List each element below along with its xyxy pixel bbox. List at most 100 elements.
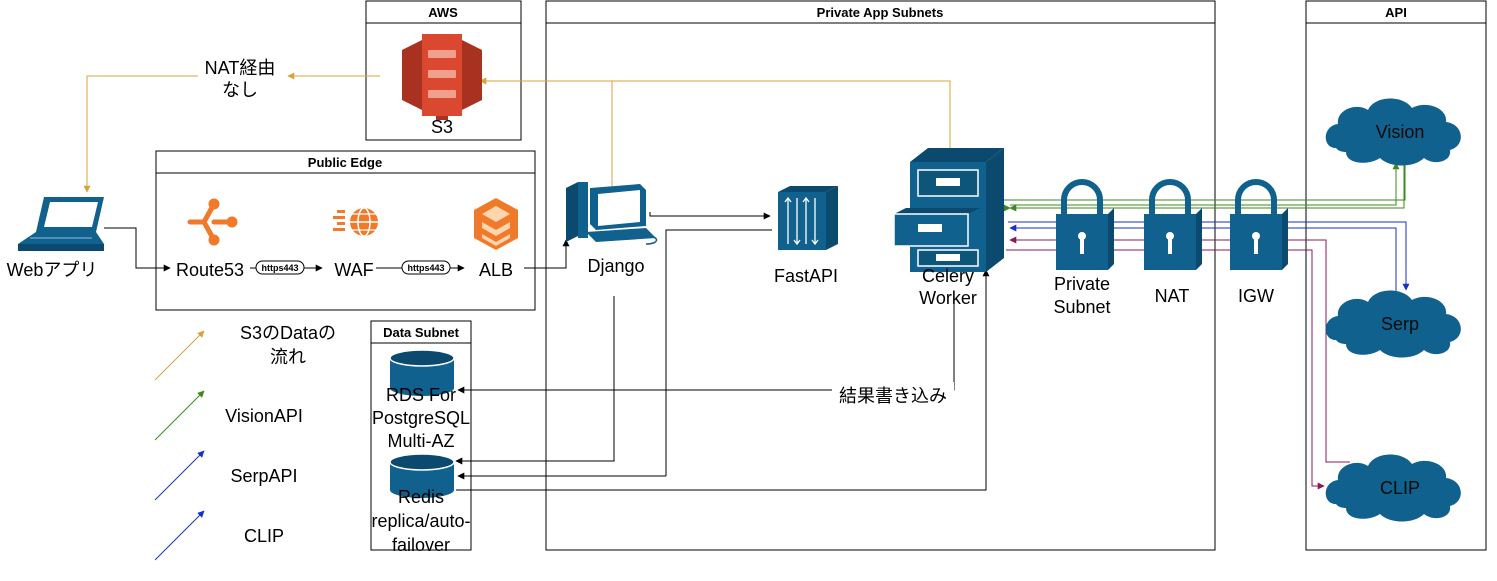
svg-text:VisionAPI: VisionAPI — [225, 406, 303, 426]
igw-node[interactable]: IGW — [1230, 179, 1288, 306]
alb-node[interactable]: ALB — [474, 198, 518, 280]
public-edge-group: Public Edge — [155, 150, 536, 311]
route53-node[interactable]: Route53 — [176, 198, 244, 280]
redis-to-fastapi-line — [665, 229, 772, 476]
web-app-label: Webアプリ — [7, 260, 98, 280]
route53-label: Route53 — [176, 260, 244, 280]
igw-label: IGW — [1238, 286, 1274, 306]
django-to-redis-edge — [455, 296, 615, 465]
celery-label-line2: Worker — [919, 288, 977, 308]
fastapi-label: FastAPI — [774, 266, 838, 286]
redis-label-line2: replica/auto- — [371, 511, 470, 531]
nat-node[interactable]: NAT — [1144, 179, 1202, 306]
django-node[interactable]: Django — [566, 182, 658, 276]
api-gateway-icon — [778, 186, 838, 250]
legend-clip: CLIP — [154, 510, 284, 561]
cloud-icon — [1325, 454, 1461, 522]
legend-s3-flow: S3のDataの 流れ — [154, 323, 336, 381]
database-icon — [389, 453, 455, 498]
celery-label-line1: Celery — [922, 266, 974, 286]
s3-flow-edges — [83, 72, 951, 193]
redis-node[interactable]: Redis replica/auto- failover — [371, 453, 471, 555]
black-edges — [104, 212, 990, 491]
svg-text:NAT経由: NAT経由 — [205, 58, 276, 78]
redis-to-celery-edge — [456, 269, 990, 491]
public-edge-title: Public Edge — [308, 155, 382, 170]
route53-icon — [187, 198, 238, 246]
alb-label: ALB — [479, 260, 513, 280]
alb-icon — [474, 198, 518, 250]
private-subnet-label-line1: Private — [1054, 274, 1110, 294]
svg-text:結果書き込み: 結果書き込み — [839, 386, 947, 406]
filing-cabinet-icon — [893, 148, 1004, 272]
web-app-node[interactable]: Webアプリ — [7, 197, 104, 280]
legend-serp-api: SerpAPI — [154, 450, 298, 501]
fastapi-node[interactable]: FastAPI — [774, 186, 838, 286]
vision-edges — [1003, 158, 1406, 212]
rds-label-line2: PostgreSQL — [372, 408, 470, 428]
django-label: Django — [587, 256, 644, 276]
svg-text:https443: https443 — [407, 263, 444, 273]
api-group: API — [1305, 0, 1487, 551]
data-subnet-title: Data Subnet — [383, 325, 460, 340]
waf-icon — [333, 207, 378, 237]
vision-cloud-node[interactable]: Vision — [1325, 98, 1461, 166]
redis-label-line1: Redis — [398, 487, 444, 507]
celery-to-serp-edge — [1008, 221, 1410, 291]
private-subnet-node[interactable]: Private Subnet — [1053, 179, 1114, 317]
https-badge-2: https443 — [401, 260, 451, 275]
s3-node[interactable]: S3 — [402, 34, 482, 137]
api-group-title: API — [1385, 5, 1407, 20]
server-workstation-icon — [566, 182, 658, 245]
svg-text:SerpAPI: SerpAPI — [230, 466, 297, 486]
vision-label: Vision — [1376, 122, 1425, 142]
s3-bucket-icon — [402, 34, 482, 120]
aws-group-title: AWS — [428, 5, 458, 20]
celery-to-vision-edge — [1010, 162, 1400, 206]
private-subnet-label-line2: Subnet — [1053, 297, 1110, 317]
nat-label: NAT — [1155, 286, 1190, 306]
svg-text:https443: https443 — [261, 263, 298, 273]
django-to-fastapi-edge — [649, 212, 771, 220]
alb-to-django-edge — [524, 239, 570, 269]
https-badge-1: https443 — [255, 260, 305, 275]
private-app-subnets-title: Private App Subnets — [817, 5, 944, 20]
legend-vision-api: VisionAPI — [154, 390, 303, 441]
clip-label: CLIP — [1380, 478, 1420, 498]
svg-text:CLIP: CLIP — [244, 526, 284, 546]
serp-edges — [1008, 221, 1410, 300]
padlock-icon — [1230, 179, 1288, 270]
webapp-to-route53-edge — [104, 227, 171, 272]
serp-to-celery-edge — [1009, 224, 1397, 300]
serp-cloud-node[interactable]: Serp — [1325, 290, 1461, 358]
celery-to-rds-edge — [457, 300, 955, 394]
cloud-icon — [1325, 98, 1461, 166]
database-icon — [389, 349, 455, 396]
result-write-label: 結果書き込み — [832, 382, 954, 406]
waf-node[interactable]: WAF — [333, 207, 378, 280]
svg-text:なし: なし — [222, 80, 258, 100]
private-app-subnets-group: Private App Subnets — [545, 0, 1216, 551]
waf-label: WAF — [334, 260, 373, 280]
celery-worker-node[interactable]: Celery Worker — [893, 148, 1004, 308]
legend: S3のDataの 流れ VisionAPI SerpAPI CLIP — [154, 323, 336, 561]
clip-cloud-node[interactable]: CLIP — [1325, 454, 1461, 522]
laptop-icon — [18, 197, 104, 251]
padlock-icon — [1144, 179, 1202, 270]
celery-to-s3-edge — [479, 77, 951, 150]
label-to-webapp-edge — [83, 75, 198, 193]
nat-bypass-label: NAT経由 なし — [205, 58, 276, 100]
serp-label: Serp — [1381, 314, 1419, 334]
rds-label-line3: Multi-AZ — [388, 431, 455, 451]
redis-label-line3: failover — [392, 535, 450, 555]
vision-to-celery-edge — [1009, 162, 1405, 212]
rds-node[interactable]: RDS For PostgreSQL Multi-AZ — [372, 349, 470, 451]
vision-line — [1004, 158, 1406, 201]
svg-text:流れ: 流れ — [270, 347, 306, 367]
s3-label: S3 — [431, 117, 453, 137]
cloud-icon — [1325, 290, 1461, 358]
padlock-icon — [1056, 179, 1114, 270]
svg-text:S3のDataの: S3のDataの — [240, 323, 336, 343]
rds-label-line1: RDS For — [386, 385, 456, 405]
